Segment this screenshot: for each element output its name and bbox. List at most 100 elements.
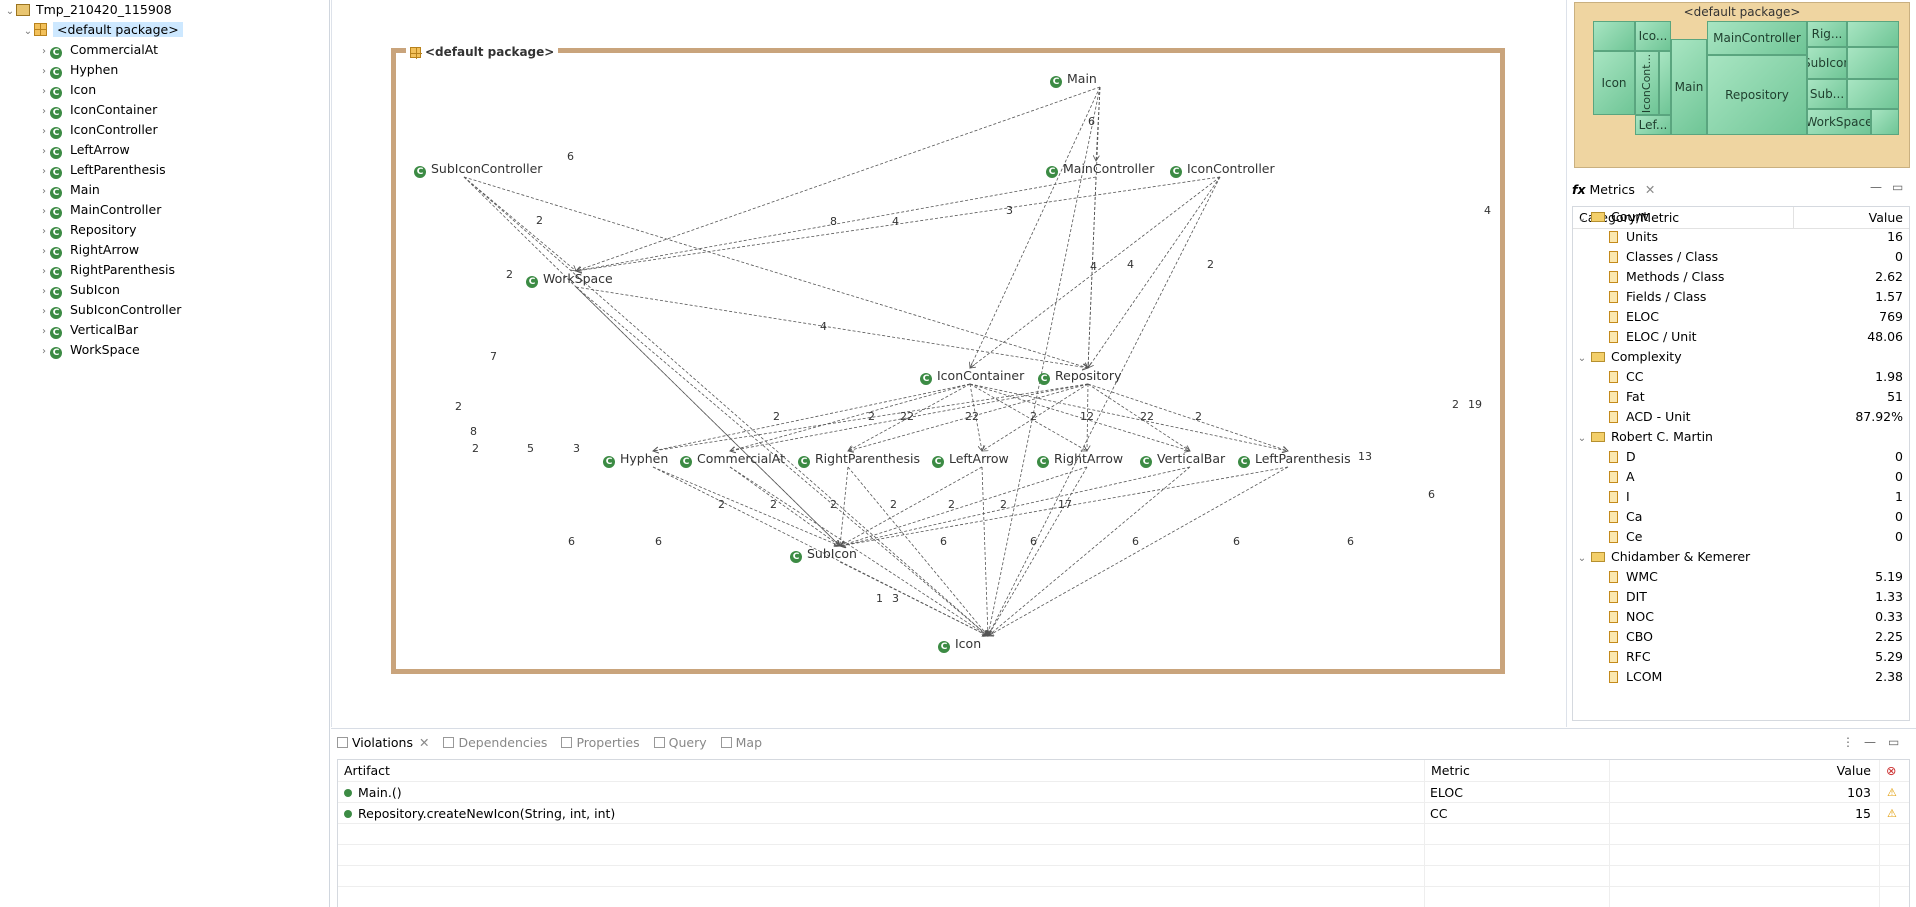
- expand-icon[interactable]: ›: [42, 326, 46, 337]
- close-icon[interactable]: ✕: [419, 735, 430, 750]
- collapse-icon[interactable]: ⌄: [1577, 553, 1587, 564]
- expand-icon[interactable]: ›: [42, 226, 46, 237]
- minimize-icon[interactable]: —: [1864, 735, 1876, 749]
- header-metric[interactable]: Metric: [1424, 760, 1470, 781]
- metrics-group-0[interactable]: ⌄Count: [1573, 207, 1909, 227]
- expand-icon[interactable]: ›: [42, 266, 46, 277]
- treemap-cell[interactable]: Sub...: [1807, 79, 1847, 109]
- treemap-cell[interactable]: Main: [1671, 39, 1707, 135]
- expand-icon[interactable]: ›: [42, 246, 46, 257]
- collapse-icon[interactable]: ⌄: [1577, 353, 1587, 364]
- menu-icon[interactable]: ⋮: [1842, 735, 1854, 749]
- header-value[interactable]: Value: [1868, 210, 1903, 225]
- treemap-cell[interactable]: Rig...: [1807, 21, 1847, 47]
- treemap-cell[interactable]: MainController: [1707, 21, 1807, 55]
- header-value[interactable]: Value: [1609, 760, 1879, 781]
- violation-row[interactable]: Repository.createNewIcon(String, int, in…: [338, 803, 1909, 824]
- treemap-cell[interactable]: WorkSpace: [1807, 109, 1871, 135]
- close-icon[interactable]: ✕: [1644, 182, 1656, 197]
- treemap-cell[interactable]: Repository: [1707, 55, 1807, 135]
- header-artifact[interactable]: Artifact: [344, 763, 390, 778]
- treemap-cell[interactable]: Lef...: [1635, 115, 1671, 135]
- treemap-cell-unlabeled[interactable]: [1593, 21, 1635, 51]
- collapse-icon[interactable]: ⌄: [1577, 433, 1587, 444]
- expand-icon[interactable]: ›: [42, 46, 46, 57]
- expand-icon[interactable]: ›: [42, 206, 46, 217]
- expand-icon[interactable]: ›: [42, 86, 46, 97]
- expand-icon[interactable]: ›: [42, 166, 46, 177]
- metrics-group-2[interactable]: ⌄Robert C. Martin: [1573, 427, 1909, 447]
- collapse-icon[interactable]: ⌄: [1577, 213, 1587, 224]
- expand-icon[interactable]: ›: [42, 186, 46, 197]
- treemap-cell[interactable]: Ico...: [1635, 21, 1671, 51]
- tab-properties[interactable]: Properties: [561, 733, 640, 753]
- metrics-group-3[interactable]: ⌄Chidamber & Kemerer: [1573, 547, 1909, 567]
- expand-icon[interactable]: ›: [42, 126, 46, 137]
- treemap-cell[interactable]: SubIcon: [1807, 47, 1847, 79]
- metrics-group-1[interactable]: ⌄Complexity: [1573, 347, 1909, 367]
- treemap-cell-unlabeled[interactable]: [1871, 109, 1899, 135]
- treemap-cell[interactable]: Icon: [1593, 51, 1635, 115]
- treemap-cell-unlabeled[interactable]: [1847, 21, 1899, 47]
- expand-icon[interactable]: ›: [42, 66, 46, 77]
- tab-violations[interactable]: Violations✕: [337, 733, 429, 753]
- treemap-cell-unlabeled[interactable]: [1847, 47, 1899, 79]
- clear-filter-icon[interactable]: ⊗: [1879, 760, 1896, 781]
- expand-icon[interactable]: ›: [42, 286, 46, 297]
- tab-query[interactable]: Query: [653, 733, 707, 753]
- collapse-icon[interactable]: ⌄: [5, 6, 15, 17]
- treemap-cell-unlabeled[interactable]: [1847, 79, 1899, 109]
- collapse-icon[interactable]: ⌄: [23, 26, 33, 37]
- maximize-icon[interactable]: ▭: [1888, 735, 1900, 749]
